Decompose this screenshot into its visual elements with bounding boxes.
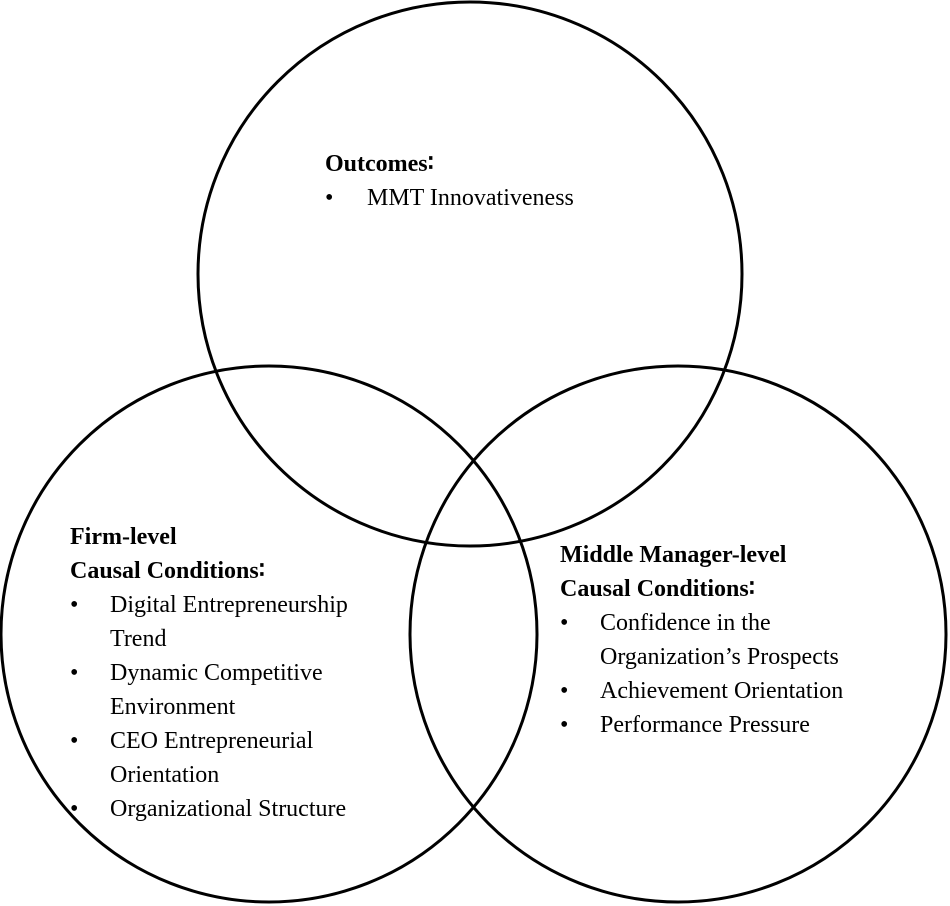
outcomes-list: MMT Innovativeness: [325, 181, 645, 215]
outcomes-circle: [196, 0, 744, 548]
middle-manager-level-title-line1: Middle Manager-level: [560, 542, 787, 568]
middle-manager-level-title-line2: Causal Conditions∶: [560, 576, 755, 602]
list-item: MMT Innovativeness: [325, 181, 645, 215]
firm-level-block: Firm-level Causal Conditions∶ Digital En…: [70, 520, 400, 826]
list-item: Confidence in the Organization’s Prospec…: [560, 606, 900, 674]
middle-manager-level-block: Middle Manager-level Causal Conditions∶ …: [560, 538, 900, 742]
list-item: Performance Pressure: [560, 708, 900, 742]
firm-level-title-line1: Firm-level: [70, 524, 177, 550]
list-item: Organizational Structure: [70, 792, 400, 826]
middle-manager-level-list: Confidence in the Organization’s Prospec…: [560, 606, 900, 742]
firm-level-list: Digital Entrepreneurship Trend Dynamic C…: [70, 588, 400, 826]
list-item: Achievement Orientation: [560, 674, 900, 708]
middle-manager-level-circle: [408, 364, 948, 904]
outcomes-title: Outcomes∶: [325, 151, 434, 177]
firm-level-title-line2: Causal Conditions∶: [70, 558, 265, 584]
list-item: CEO Entrepreneurial Orientation: [70, 724, 400, 792]
list-item: Digital Entrepreneurship Trend: [70, 588, 400, 656]
firm-level-circle: [0, 364, 539, 904]
outcomes-block: Outcomes∶ MMT Innovativeness: [325, 147, 645, 215]
list-item: Dynamic Competitive Environment: [70, 656, 400, 724]
